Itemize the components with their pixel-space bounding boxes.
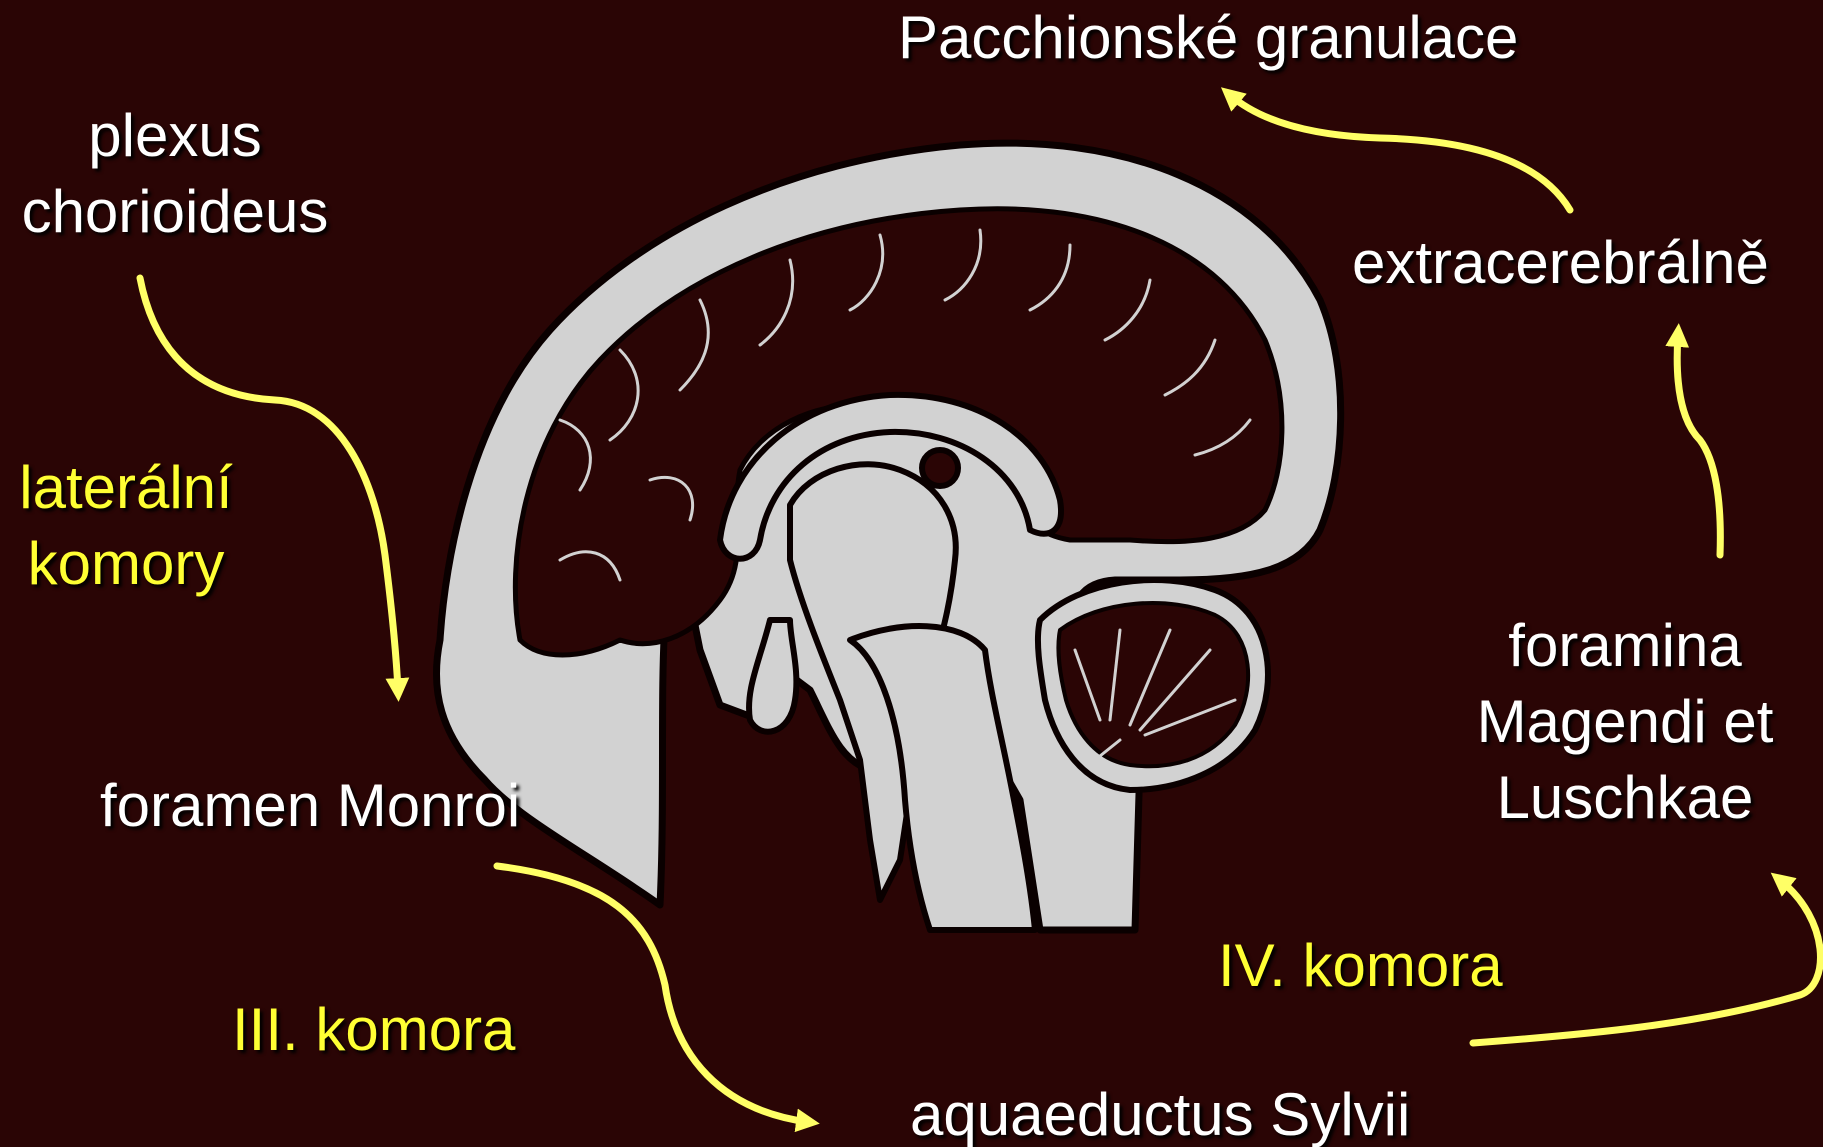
label-foramen-monroi: foramen Monroi [100, 768, 520, 844]
label-extracerebralne: extracerebrálně [1352, 225, 1769, 301]
curved-arrow-icon [1677, 335, 1720, 555]
curved-arrow-icon [1230, 95, 1570, 210]
label-foramina-line2: Magendi et [1455, 684, 1795, 760]
label-foramina-line3: Luschkae [1455, 760, 1795, 836]
label-pacchionske-granulace: Pacchionské granulace [898, 0, 1518, 76]
label-iii-komora: III. komora [232, 992, 515, 1068]
curved-arrow-icon [1473, 880, 1820, 1043]
label-plexus-line1: plexus [10, 98, 340, 174]
label-iv-komora: IV. komora [1218, 928, 1503, 1004]
label-lateralni-line2: komory [8, 526, 244, 602]
label-foramina-line1: foramina [1455, 608, 1795, 684]
label-plexus-line2: chorioideus [10, 174, 340, 250]
brain-sagittal-section-icon [436, 143, 1340, 930]
third-ventricle-foramen [922, 450, 958, 486]
label-lateralni-komory: laterální komory [8, 450, 244, 602]
label-aquaeductus-sylvii: aquaeductus Sylvii [910, 1077, 1410, 1147]
label-plexus-chorioideus: plexus chorioideus [10, 98, 340, 250]
label-lateralni-line1: laterální [8, 450, 244, 526]
curved-arrow-icon [497, 866, 808, 1122]
label-foramina-magendi-luschkae: foramina Magendi et Luschkae [1455, 608, 1795, 836]
